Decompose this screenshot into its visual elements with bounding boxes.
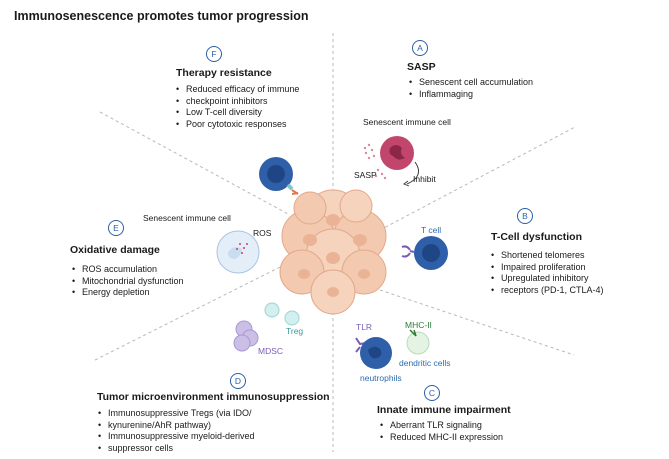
- label-treg: Treg: [286, 326, 304, 336]
- divider-line-upper-right: [379, 126, 576, 231]
- sasp-bullets: Senescent cell accumulation Inflammaging: [409, 77, 533, 100]
- tcell-bullets: Shortened telomeres Impaired proliferati…: [491, 250, 604, 296]
- bullet: Senescent cell accumulation: [409, 77, 533, 89]
- bullet: Low T-cell diversity: [176, 107, 299, 119]
- bullet-continuation: receptors (PD-1, CTLA-4): [491, 285, 604, 297]
- innate-bullets: Aberrant TLR signaling Reduced MHC-II ex…: [380, 420, 503, 443]
- bullet: Reduced efficacy of immune: [176, 84, 299, 96]
- label-mdsc: MDSC: [258, 346, 284, 356]
- bullet: Energy depletion: [72, 287, 184, 299]
- label-sasp: SASP: [354, 170, 377, 180]
- bullet: ROS accumulation: [72, 264, 184, 276]
- heading-oxidative-damage: Oxidative damage: [70, 244, 160, 256]
- bullet: Upregulated inhibitory: [491, 273, 604, 285]
- divider-lines: [94, 33, 576, 452]
- bullet-text: kynurenine/AhR pathway): [108, 419, 212, 430]
- heading-sasp: SASP: [407, 61, 436, 73]
- heading-tcell-dysfunction: T-Cell dysfunction: [491, 231, 583, 243]
- badge-b: B: [517, 208, 533, 224]
- label-senescent-immune-cell-left: Senescent immune cell: [143, 213, 231, 223]
- badge-c: C: [424, 385, 440, 401]
- bullet-text: checkpoint inhibitors: [186, 95, 268, 106]
- bullet: Reduced MHC-II expression: [380, 432, 503, 444]
- heading-innate-immune: Innate immune impairment: [377, 404, 511, 416]
- bullet: Impaired proliferation: [491, 262, 604, 274]
- label-neutrophils: neutrophils: [360, 373, 402, 383]
- label-mhc-ii: MHC-II: [405, 320, 432, 330]
- badge-f: F: [206, 46, 222, 62]
- bullet-continuation: checkpoint inhibitors: [176, 96, 299, 108]
- bullet: Mitochondrial dysfunction: [72, 276, 184, 288]
- label-dendritic-cells: dendritic cells: [399, 358, 451, 368]
- bullet: Shortened telomeres: [491, 250, 604, 262]
- bullet-continuation: kynurenine/AhR pathway): [98, 420, 255, 432]
- divider-line-lower-right: [379, 289, 575, 356]
- heading-therapy-resistance: Therapy resistance: [176, 67, 272, 79]
- badge-e: E: [108, 220, 124, 236]
- tme-bullets: Immunosuppressive Tregs (via IDO/ kynure…: [98, 408, 255, 454]
- figure-title: Immunosenescence promotes tumor progress…: [14, 9, 309, 23]
- label-ros: ROS: [253, 228, 272, 238]
- tumor-cluster: [279, 189, 387, 315]
- badge-d: D: [230, 373, 246, 389]
- divider-line-lower-left: [94, 261, 291, 361]
- bullet: Poor cytotoxic responses: [176, 119, 299, 131]
- sasp-senescent-cell: [363, 136, 420, 187]
- label-inhibit: Inhibit: [413, 174, 436, 184]
- heading-tme-immunosuppression: Tumor microenvironment immunosuppression: [97, 391, 330, 403]
- divider-line-upper-left: [99, 111, 291, 216]
- label-tcell: T cell: [421, 225, 442, 235]
- badge-a: A: [412, 40, 428, 56]
- treg-mdsc-cells: [233, 302, 300, 352]
- bullet-text: suppressor cells: [108, 442, 174, 453]
- oxidative-senescent-cell: [216, 230, 260, 274]
- bullet: Immunosuppressive myeloid-derived: [98, 431, 255, 443]
- bullet-text: receptors (PD-1, CTLA-4): [501, 284, 604, 295]
- therapy-bullets: Reduced efficacy of immune checkpoint in…: [176, 84, 299, 130]
- bullet: Immunosuppressive Tregs (via IDO/: [98, 408, 255, 420]
- bullet-continuation: suppressor cells: [98, 443, 255, 455]
- therapy-resistance-tcell: [259, 157, 299, 195]
- tcell-dysfunction-cell: [401, 236, 448, 270]
- bullet: Inflammaging: [409, 89, 533, 101]
- bullet: Aberrant TLR signaling: [380, 420, 503, 432]
- innate-immune-cells: [355, 329, 430, 369]
- label-tlr: TLR: [356, 322, 373, 332]
- oxidative-bullets: ROS accumulation Mitochondrial dysfuncti…: [72, 264, 184, 299]
- label-senescent-immune-cell-top: Senescent immune cell: [363, 117, 451, 127]
